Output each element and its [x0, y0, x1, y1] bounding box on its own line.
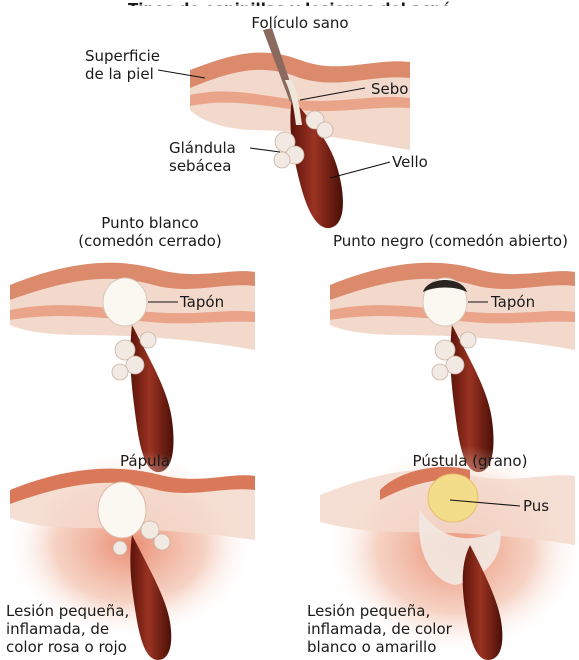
pustule-description: Lesión pequeña, inflamada, de color blan…	[307, 602, 452, 656]
blackhead-plug-label: Tapón	[491, 293, 535, 311]
blackhead-illustration	[330, 263, 575, 472]
whitehead-heading: Punto blanco (comedón cerrado)	[60, 214, 240, 250]
healthy-heading: Folículo sano	[220, 14, 380, 32]
healthy-follicle-illustration	[190, 28, 410, 228]
hair-label: Vello	[392, 153, 428, 171]
pus-label: Pus	[523, 497, 549, 515]
papule-heading: Pápula	[95, 452, 195, 470]
pustule-heading: Pústula (grano)	[395, 452, 545, 470]
figure-title: Tipos de espinillas y lesiones del acné	[0, 0, 579, 6]
gland-label: Glándula sebácea	[169, 139, 236, 175]
papule-description: Lesión pequeña, inflamada, de color rosa…	[6, 602, 129, 656]
blackhead-heading: Punto negro (comedón abierto)	[333, 232, 568, 250]
whitehead-plug-label: Tapón	[180, 293, 224, 311]
skin-surface-label: Superficie de la piel	[85, 47, 160, 83]
sebum-label: Sebo	[371, 80, 408, 98]
